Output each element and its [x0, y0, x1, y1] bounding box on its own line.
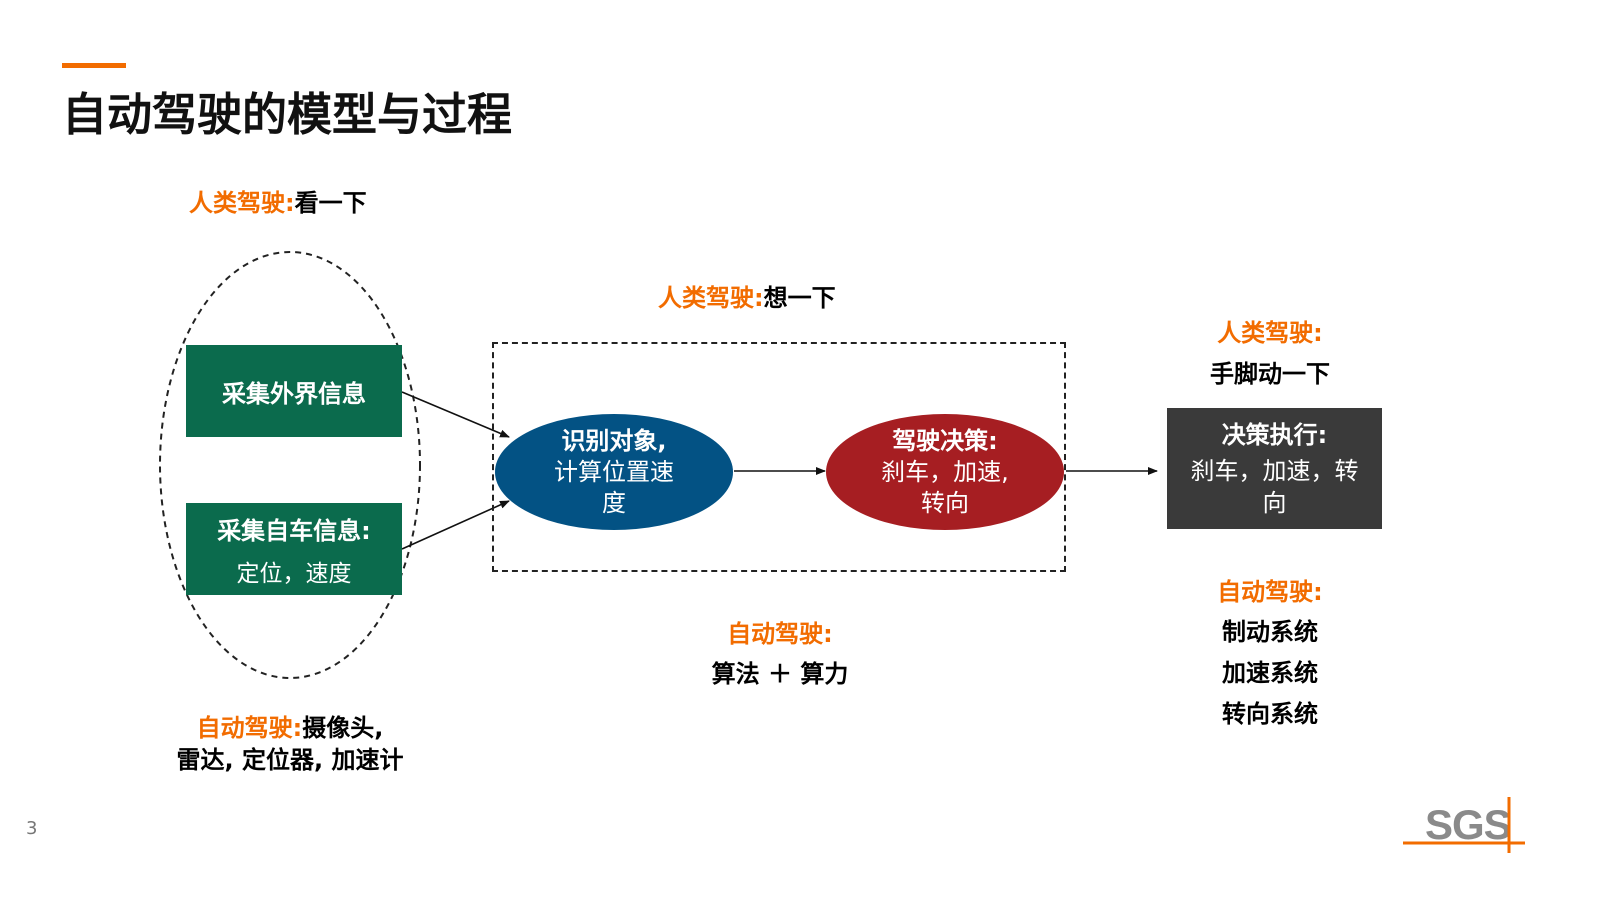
decision-title: 驾驶决策: — [892, 426, 998, 455]
think-auto-text: 算法 ＋ 算力 — [711, 660, 849, 688]
external-info-label: 采集外界信息 — [222, 379, 366, 408]
sense-auto-caption: 自动驾驶:摄像头, 雷达, 定位器, 加速计 — [160, 712, 420, 776]
self-info-box: 采集自车信息: 定位，速度 — [186, 503, 402, 595]
think-human-caption: 人类驾驶:想一下 — [658, 278, 836, 313]
recognition-title: 识别对象, — [561, 426, 667, 455]
execution-line2: 刹车，加速，转 — [1190, 456, 1359, 485]
think-human-label: 人类驾驶: — [658, 284, 764, 312]
think-human-text: 想一下 — [763, 284, 836, 312]
act-systems-list: 制动系统 加速系统 转向系统 — [1170, 612, 1370, 735]
sensing-group-ellipse — [159, 251, 421, 679]
decision-line3: 转向 — [921, 488, 969, 517]
sense-auto-text-2: 雷达, 定位器, 加速计 — [176, 746, 404, 774]
page-number: 3 — [26, 818, 38, 839]
act-human-label: 人类驾驶: — [1217, 319, 1323, 347]
self-info-sub: 定位，速度 — [236, 560, 352, 587]
decision-oval: 驾驶决策: 刹车，加速, 转向 — [826, 414, 1064, 530]
arrow-external-to-recognition — [401, 391, 510, 438]
page-title: 自动驾驶的模型与过程 — [62, 88, 513, 141]
system-accel: 加速系统 — [1222, 659, 1318, 687]
execution-line3: 向 — [1262, 488, 1287, 517]
recognition-oval: 识别对象, 计算位置速 度 — [495, 414, 733, 530]
execution-title: 决策执行: — [1221, 420, 1328, 449]
system-steer: 转向系统 — [1222, 700, 1318, 728]
sense-human-label: 人类驾驶: — [189, 189, 295, 217]
self-info-title: 采集自车信息: — [217, 516, 371, 545]
act-human-text: 手脚动一下 — [1210, 360, 1330, 388]
recognition-line3: 度 — [602, 488, 626, 517]
sense-human-caption: 人类驾驶:看一下 — [189, 183, 367, 218]
recognition-line2: 计算位置速 — [554, 457, 674, 486]
sense-auto-label: 自动驾驶: — [196, 714, 303, 742]
title-accent-bar — [62, 63, 126, 68]
system-brake: 制动系统 — [1222, 618, 1318, 646]
sense-auto-text-1: 摄像头, — [302, 714, 384, 742]
arrow-self-to-recognition — [401, 500, 510, 550]
external-info-box: 采集外界信息 — [186, 345, 402, 437]
decision-line2: 刹车，加速, — [881, 457, 1009, 486]
svg-text:SGS: SGS — [1425, 801, 1511, 848]
act-auto-label: 自动驾驶: — [1217, 578, 1323, 606]
processing-group-frame — [492, 342, 1066, 572]
sgs-logo: SGS — [1403, 797, 1525, 853]
execution-box: 决策执行: 刹车，加速，转 向 — [1167, 408, 1382, 529]
sense-human-text: 看一下 — [294, 189, 367, 217]
think-auto-label: 自动驾驶: — [727, 620, 833, 648]
